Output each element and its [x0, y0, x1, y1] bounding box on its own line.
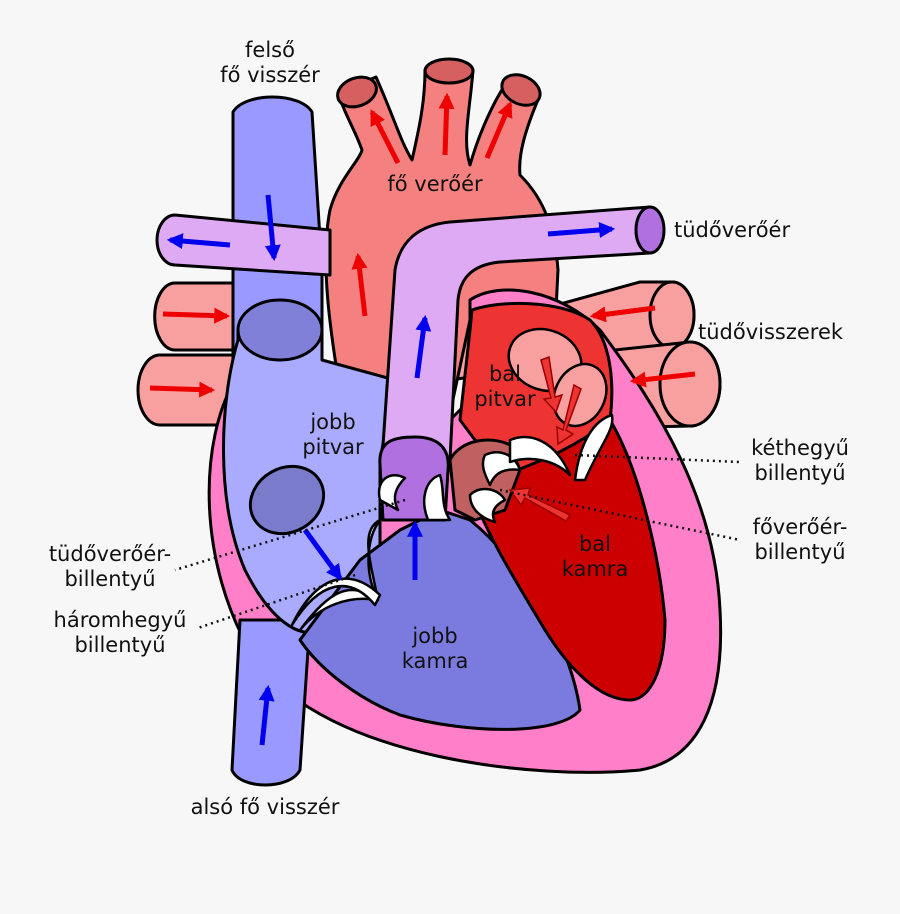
- arrow-la-to-lv-2: [556, 383, 582, 446]
- pulmonary-valve-leaflet-left: [377, 474, 407, 512]
- tricuspid-valve-leaflet: [298, 518, 382, 632]
- vena-cava-opening: [236, 298, 324, 362]
- label-aortic-valve: főverőér- billentyű: [752, 515, 848, 564]
- label-superior-vena-cava: felső fő visszér: [220, 38, 320, 87]
- arrow-svc-down: [264, 194, 281, 262]
- arrow-ivc-up: [258, 684, 275, 746]
- arrow-pv-right-2: [629, 371, 696, 388]
- leader-lines: [174, 453, 741, 630]
- arrow-branch-right: [484, 101, 513, 159]
- label-right-ventricle: jobb kamra: [401, 624, 469, 673]
- deoxygenated-flow-arrows: [166, 194, 616, 746]
- mitral-valve-leaflet-2: [573, 413, 614, 482]
- label-inferior-vena-cava: alsó fő visszér: [190, 795, 340, 819]
- label-left-atrium: bal pitvar: [474, 362, 536, 411]
- label-pulmonary-artery: tüdőverőér: [674, 218, 791, 242]
- arrow-branch-mid: [438, 92, 455, 156]
- aortic-valve-leaflet-2: [468, 487, 507, 524]
- leader-tricuspid: [197, 573, 356, 630]
- arrow-pv-left-2: [149, 381, 216, 398]
- arrow-pa-left: [166, 233, 231, 250]
- coronary-sinus-opening: [248, 464, 326, 536]
- arrow-pv-right-1: [589, 305, 656, 323]
- leader-aortic: [499, 488, 741, 542]
- oxygenated-flow-arrows: [149, 92, 696, 398]
- label-tricuspid-valve: háromhegyű billentyű: [53, 608, 187, 657]
- label-pulmonary-veins: tüdővisszerek: [698, 320, 844, 344]
- arrow-la-to-lv-1: [540, 355, 564, 414]
- leader-pulmonary: [174, 498, 406, 572]
- arrow-pv-left-1: [162, 307, 231, 324]
- label-mitral-valve: kéthegyű billentyű: [751, 436, 849, 485]
- label-right-atrium: jobb pitvar: [302, 410, 364, 459]
- pulmonary-valve-leaflet-right: [423, 473, 452, 522]
- arrow-ra-to-rv: [302, 528, 343, 581]
- arrow-pa-right: [547, 222, 616, 238]
- label-aorta: fő verőér: [387, 172, 483, 196]
- label-left-ventricle: bal kamra: [561, 532, 629, 581]
- arrow-branch-left: [369, 109, 401, 165]
- arrow-aorta-up: [351, 252, 368, 317]
- mitral-valve-leaflet-1: [508, 435, 572, 477]
- label-pulmonary-valve: tüdőverőér- billentyű: [48, 542, 172, 591]
- arrow-pa-up: [414, 314, 432, 379]
